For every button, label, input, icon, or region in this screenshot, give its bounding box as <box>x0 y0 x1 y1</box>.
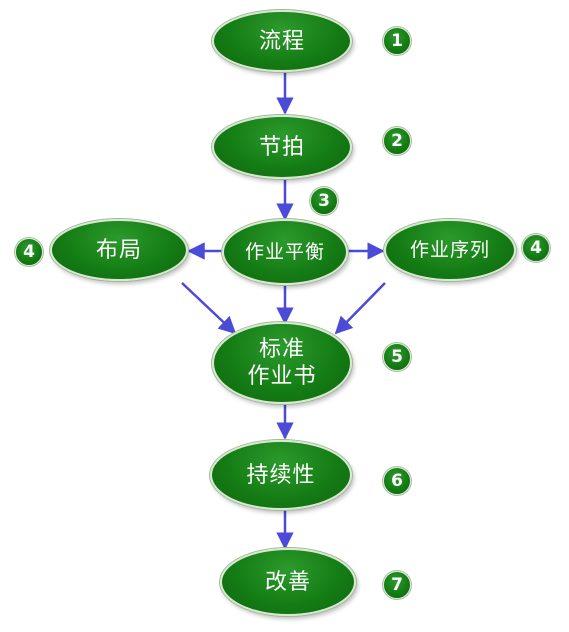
node-takt-label: 节拍 <box>258 134 305 160</box>
node-takt: 节拍 <box>212 115 352 179</box>
step-badge-4-right: 4 <box>522 234 550 262</box>
step-badge-5: 5 <box>383 343 411 371</box>
node-sustain-label: 持续性 <box>246 462 316 488</box>
node-balance-label: 作业平衡 <box>244 240 325 263</box>
arrow-sequence-to-standard <box>334 282 386 335</box>
node-improve-label: 改善 <box>264 569 311 595</box>
node-layout-label: 布局 <box>95 237 142 263</box>
step-badge-7: 7 <box>383 571 411 599</box>
node-standard-label: 标准 作业书 <box>247 337 317 389</box>
node-process: 流程 <box>212 10 352 72</box>
node-sequence-label: 作业序列 <box>409 238 490 261</box>
node-standard: 标准 作业书 <box>212 322 352 404</box>
node-process-label: 流程 <box>258 28 305 54</box>
node-improve: 改善 <box>220 548 356 616</box>
node-sequence: 作业序列 <box>384 219 516 281</box>
step-badge-6: 6 <box>383 467 411 495</box>
arrow-layout-to-standard <box>181 282 237 335</box>
step-badge-4-left: 4 <box>15 238 43 266</box>
step-badge-2: 2 <box>383 127 411 155</box>
step-badge-1: 1 <box>383 27 411 55</box>
node-balance: 作业平衡 <box>222 219 348 285</box>
node-sustain: 持续性 <box>210 440 352 510</box>
step-badge-3: 3 <box>310 187 338 215</box>
node-layout: 布局 <box>50 219 188 281</box>
